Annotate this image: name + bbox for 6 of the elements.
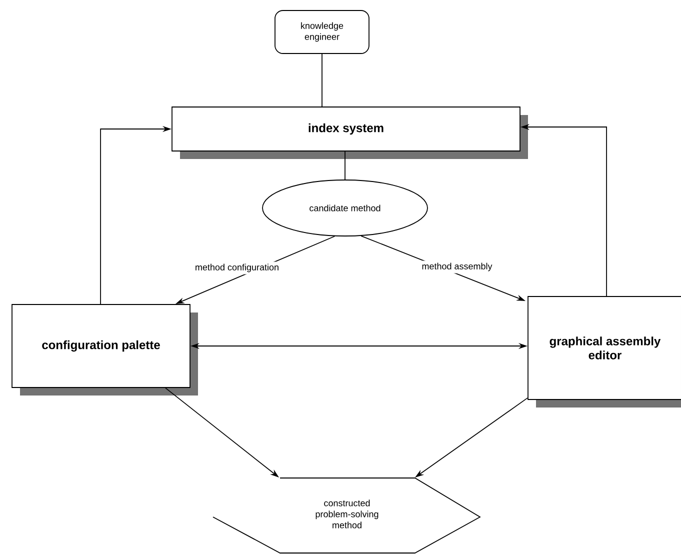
process-box: index system [172, 106, 528, 159]
process-box: graphical assembly editor [528, 296, 681, 408]
edge-label: method assembly [420, 260, 494, 274]
rounded-box: knowledge engineer [274, 10, 370, 54]
process-box: configuration palette [12, 304, 198, 396]
edge-label: method configuration [192, 262, 282, 274]
